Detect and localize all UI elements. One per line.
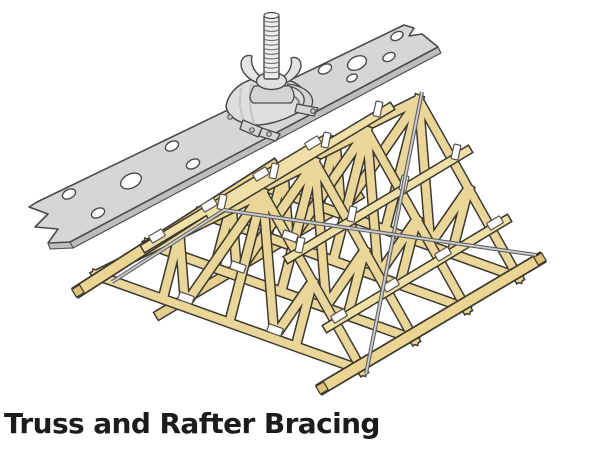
clamp-flanges — [239, 103, 319, 142]
threaded-rod — [263, 11, 280, 80]
diagonal-wire-braces — [110, 91, 537, 375]
strap-holes — [61, 30, 404, 219]
roof-purlins — [139, 101, 513, 334]
page-title: Truss and Rafter Bracing — [4, 407, 380, 440]
strap-clamp — [225, 76, 319, 142]
rod-top — [263, 11, 280, 20]
rod-threads — [263, 20, 280, 74]
clamp-rivets — [227, 108, 316, 137]
clamp-ridge-lines — [239, 83, 255, 124]
eave-binder-right — [315, 251, 547, 396]
metal-strap — [28, 11, 442, 250]
truss-assembly — [71, 52, 552, 396]
clamp-collar — [249, 85, 295, 104]
